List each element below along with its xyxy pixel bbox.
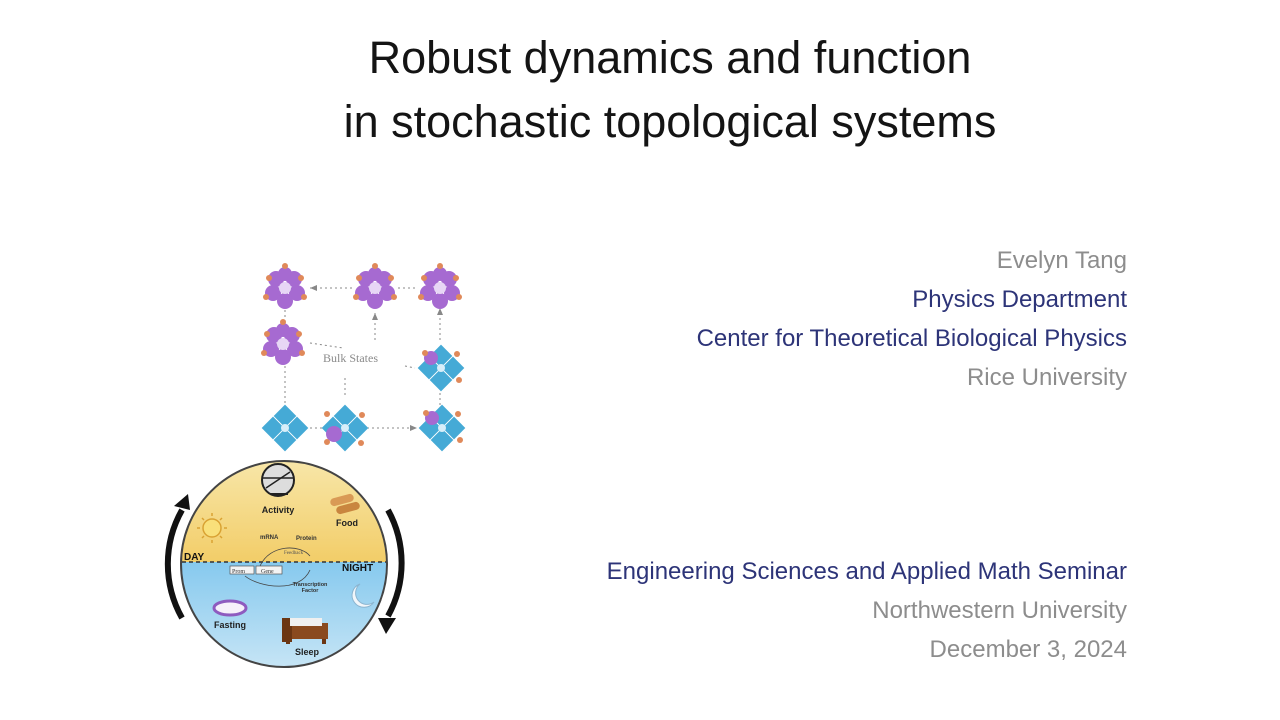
author-name: Evelyn Tang (996, 247, 1127, 274)
protein-state-node (418, 263, 462, 309)
gene-label: Gene (261, 569, 274, 575)
fasting-plate-icon (212, 599, 248, 617)
activity-wheel-icon (261, 463, 295, 497)
transcription-label: Transcription (293, 582, 328, 588)
sleep-label: Sleep (295, 647, 320, 657)
cycle-arrow-left (164, 508, 185, 620)
department: Physics Department (912, 286, 1127, 313)
title-line-2: in stochastic topological systems (343, 96, 997, 147)
food-icon (330, 493, 360, 515)
fasting-label: Fasting (214, 620, 246, 630)
center: Center for Theoretical Biological Physic… (696, 325, 1127, 352)
factor-label: Factor (302, 588, 320, 594)
venue-block: Engineering Sciences and Applied Math Se… (607, 552, 1127, 669)
activity-label: Activity (262, 505, 295, 515)
protein-state-node (261, 319, 305, 365)
protein-state-node (263, 263, 307, 309)
protein-network-figure: Bulk States (261, 263, 475, 452)
night-label: NIGHT (342, 563, 373, 574)
protein-state-node (353, 263, 397, 309)
mrna-label: mRNA (260, 535, 279, 541)
talk-date: December 3, 2024 (929, 636, 1127, 663)
prom-label: Prom (232, 569, 245, 575)
university: Rice University (966, 364, 1127, 391)
bed-icon (282, 618, 328, 644)
seminar-name: Engineering Sciences and Applied Math Se… (606, 558, 1127, 585)
feedback-label: Feedback (284, 551, 304, 556)
moon-icon (351, 583, 375, 608)
sun-icon (197, 513, 227, 543)
slide-title: Robust dynamics and function in stochast… (0, 26, 1280, 154)
author-block: Evelyn Tang Physics Department Center fo… (697, 241, 1127, 397)
protein-state-node (322, 405, 369, 452)
venue-name: Northwestern University (872, 597, 1127, 624)
circadian-cycle-figure: Activity Food DAY NIGHT mRNA Protein Fee… (164, 460, 405, 668)
protein-label: Protein (296, 536, 317, 542)
food-label: Food (336, 518, 358, 528)
protein-state-node (418, 345, 465, 392)
bulk-states-label: Bulk States (323, 351, 378, 365)
protein-state-node (261, 404, 309, 452)
protein-state-node (419, 405, 466, 452)
cycle-arrow-right (385, 508, 405, 618)
title-line-1: Robust dynamics and function (368, 32, 972, 83)
day-label: DAY (184, 552, 205, 563)
